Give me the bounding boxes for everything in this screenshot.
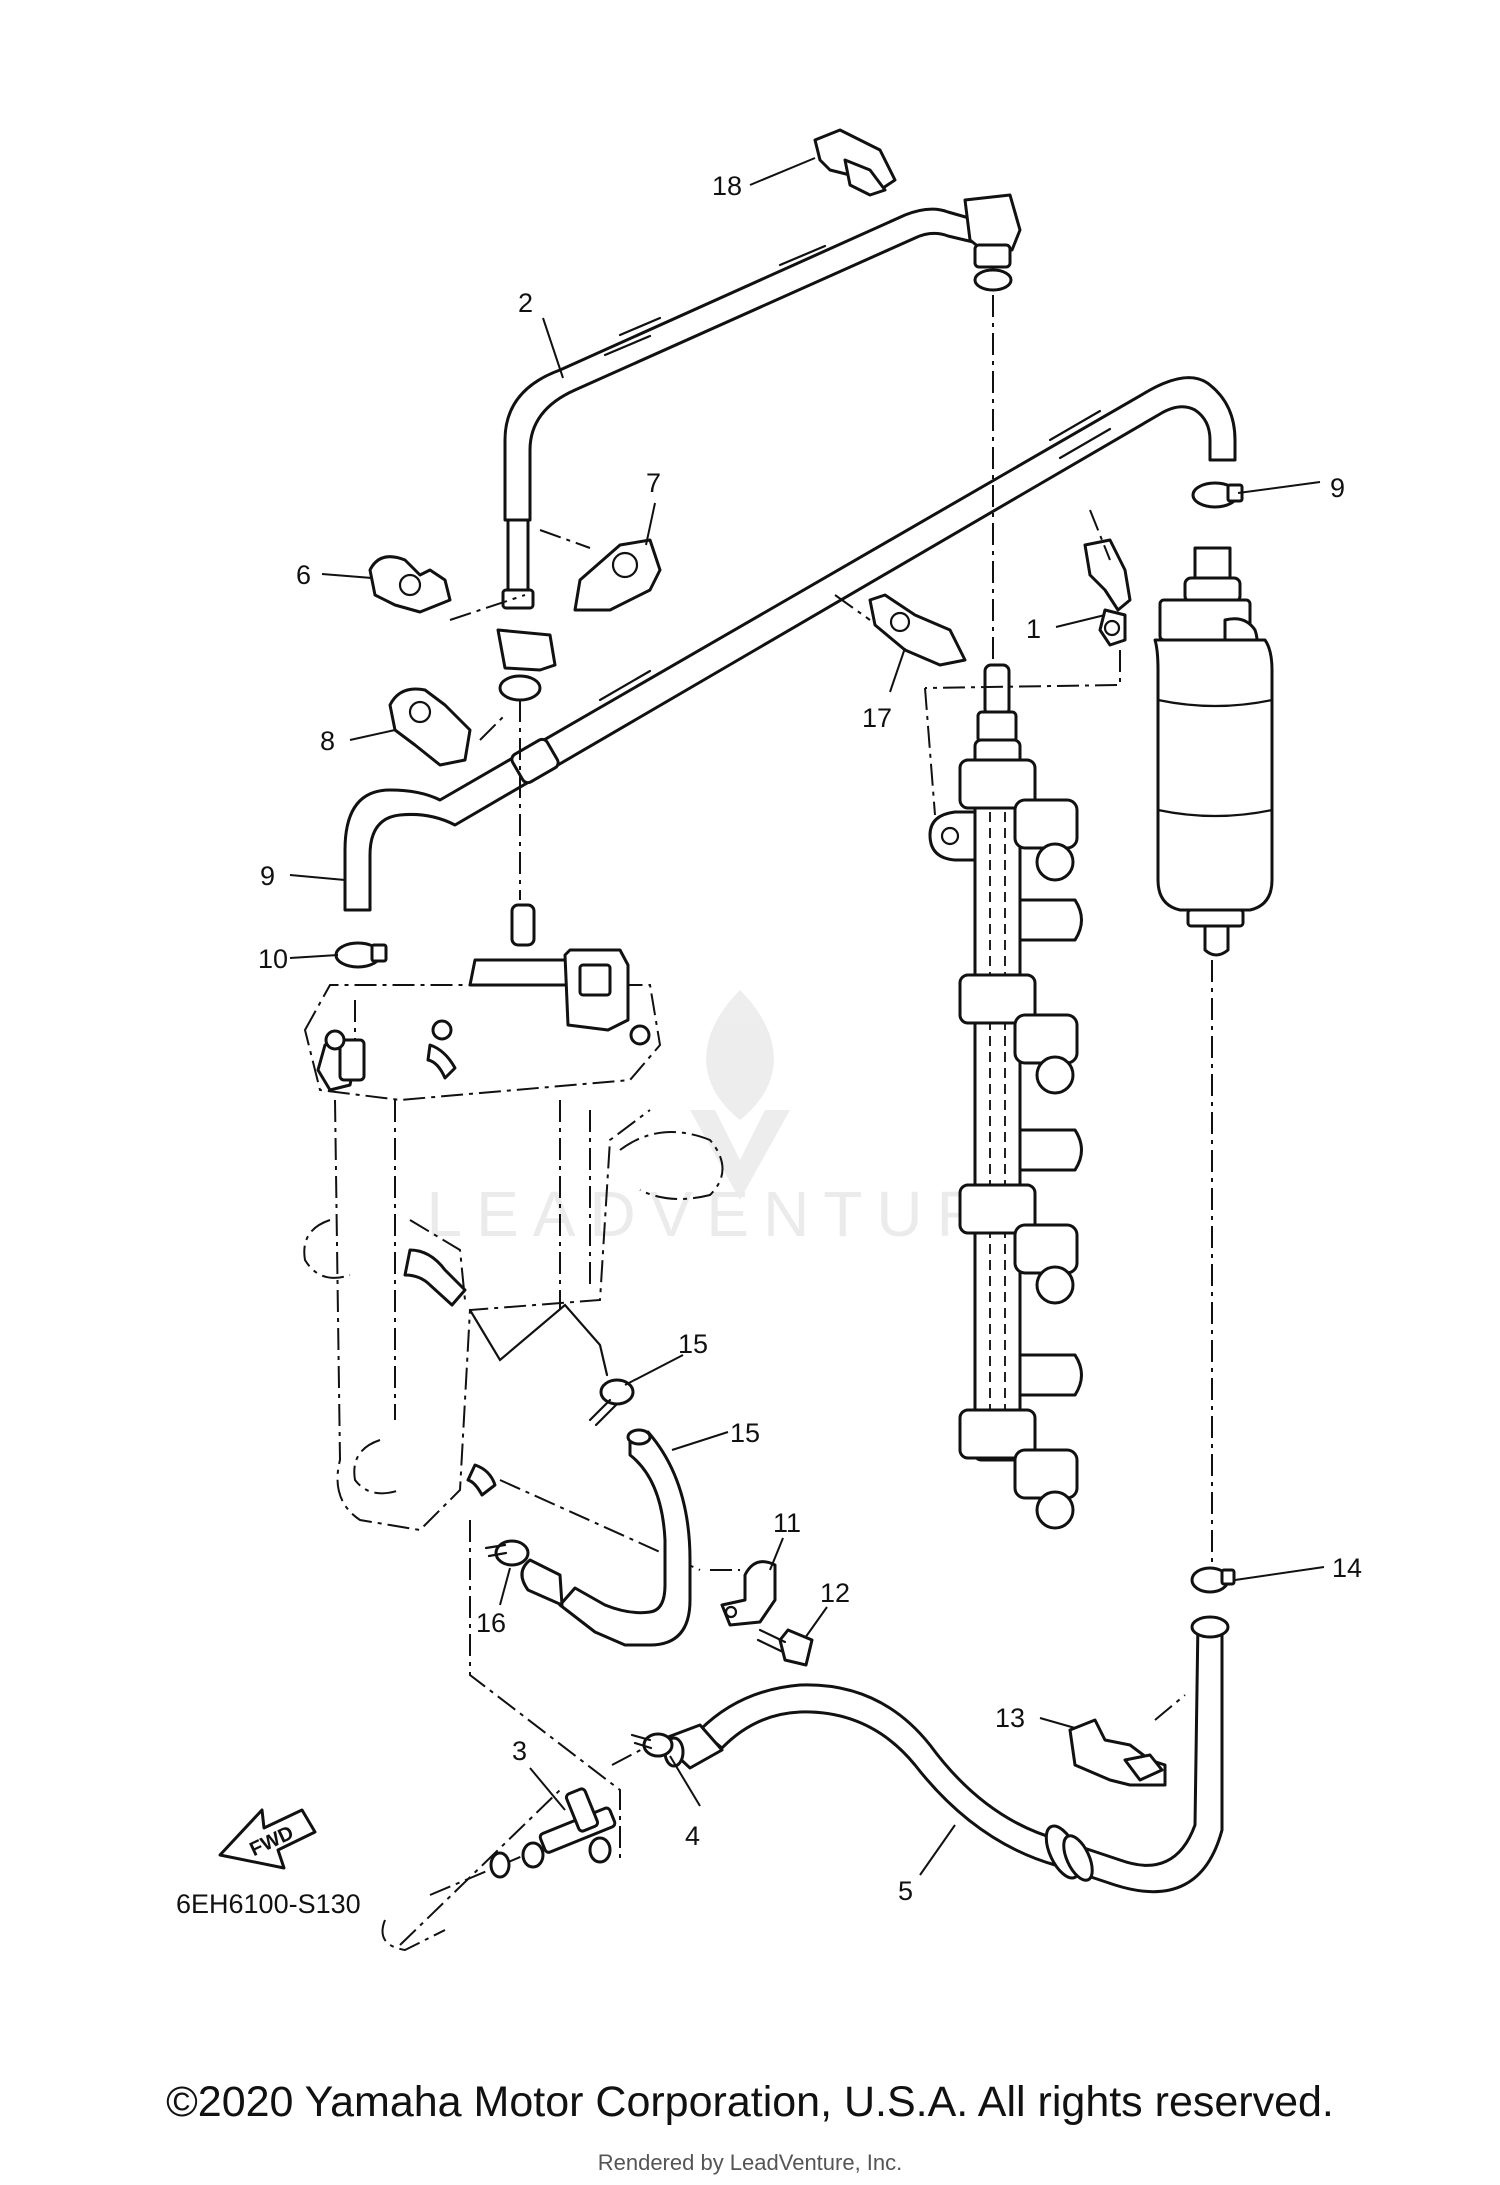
callout-15-upper[interactable]: 15 — [678, 1329, 708, 1359]
callout-6[interactable]: 11 — [773, 1508, 801, 1538]
clamp-15-lower[interactable] — [484, 1539, 530, 1567]
bracket-6[interactable] — [720, 1560, 777, 1627]
clamp-9-lower[interactable] — [334, 941, 388, 969]
vapor-separator — [303, 903, 724, 1532]
hose-2-lower — [496, 518, 557, 702]
callout-2[interactable]: 2 — [518, 288, 533, 318]
callout-1[interactable]: 1 — [1026, 614, 1041, 644]
watermark-text: LEADVENTURE — [427, 1178, 1054, 1250]
elbow-connector — [963, 193, 1022, 292]
callout-15-lower[interactable]: 16 — [476, 1608, 506, 1638]
clip-16[interactable] — [1068, 1718, 1167, 1787]
callout-10[interactable]: 3 — [512, 1736, 527, 1766]
fuel-injector[interactable] — [958, 1183, 1079, 1305]
callout-11[interactable]: 5 — [898, 1876, 913, 1906]
fuel-pump[interactable] — [1153, 546, 1274, 957]
fuel-injector[interactable] — [958, 758, 1079, 882]
drawing-code: 6EH6100-S130 — [176, 1889, 361, 1919]
bolt-7[interactable] — [756, 1628, 814, 1667]
joint-10[interactable] — [381, 1787, 617, 1952]
fuel-rail[interactable] — [928, 663, 1083, 1530]
hose-11[interactable] — [658, 1618, 1224, 1894]
fwd-arrow: FWD — [218, 1808, 317, 1870]
clamp-9-upper[interactable] — [1191, 481, 1244, 509]
copyright-notice: ©2020 Yamaha Motor Corporation, U.S.A. A… — [166, 2078, 1334, 2126]
callout-3[interactable]: 6 — [296, 560, 311, 590]
clamp-12[interactable] — [1190, 1566, 1236, 1639]
callout-17[interactable]: 17 — [862, 703, 892, 733]
leadventure-watermark: LEADVENTURE — [427, 990, 1054, 1250]
hose-14[interactable] — [520, 1428, 692, 1647]
callouts: 18 2 7 6 9 1 17 8 9 10 15 15 11 12 14 16 — [258, 157, 1362, 1906]
clip-17[interactable] — [868, 593, 967, 667]
clip-18[interactable] — [813, 128, 897, 197]
fuel-injector[interactable] — [958, 973, 1079, 1095]
clip-4[interactable] — [573, 538, 662, 612]
callout-18[interactable]: 18 — [712, 171, 742, 201]
callout-12[interactable]: 14 — [1332, 1553, 1362, 1583]
clamp-13[interactable] — [630, 1732, 674, 1758]
clip-3[interactable] — [368, 555, 452, 614]
clip-1[interactable] — [1083, 538, 1132, 647]
hose-2[interactable] — [503, 207, 992, 522]
callout-14[interactable]: 15 — [730, 1418, 760, 1448]
callout-7[interactable]: 12 — [820, 1578, 850, 1608]
rendered-by-notice: Rendered by LeadVenture, Inc. — [597, 2150, 903, 2175]
callout-13[interactable]: 4 — [685, 1821, 700, 1851]
clip-5[interactable] — [388, 687, 472, 767]
callout-9-upper[interactable]: 9 — [1330, 473, 1345, 503]
callout-8[interactable]: 9 — [260, 861, 275, 891]
hose-8[interactable] — [343, 376, 1237, 912]
clamp-15-upper[interactable] — [588, 1378, 635, 1427]
callout-9-lower[interactable]: 10 — [258, 944, 288, 974]
callout-16[interactable]: 13 — [995, 1703, 1025, 1733]
fuel-injector[interactable] — [958, 1408, 1079, 1530]
callout-5[interactable]: 8 — [320, 726, 335, 756]
callout-4[interactable]: 7 — [646, 468, 661, 498]
